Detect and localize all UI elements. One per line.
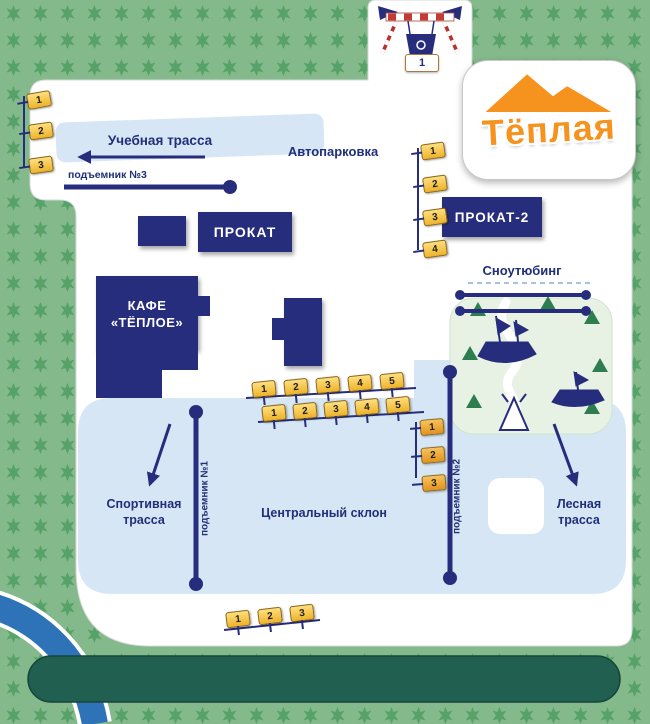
slope-marker: 2 bbox=[19, 121, 54, 141]
lift-lines bbox=[64, 180, 591, 591]
training-slope-band bbox=[55, 113, 325, 163]
pirate-ship-small-icon bbox=[551, 371, 605, 407]
sport-slope-label: Спортивная трасса bbox=[106, 497, 182, 527]
resort-logo: Тёплая bbox=[462, 60, 636, 180]
lift1-label: подъемник №1 bbox=[199, 460, 211, 537]
slope-marker: 3 bbox=[19, 155, 54, 175]
central-slope-area bbox=[78, 360, 626, 594]
slope-marker: 1 bbox=[409, 417, 445, 437]
slope-marker: 3 bbox=[315, 375, 341, 402]
service-building bbox=[284, 298, 322, 366]
slope-marker: 1 bbox=[411, 141, 446, 161]
slope-marker: 1 bbox=[225, 609, 251, 636]
slope-marker: 3 bbox=[413, 207, 448, 227]
training-slope-label: Учебная трасса bbox=[107, 133, 213, 148]
slope-marker: 2 bbox=[283, 377, 309, 404]
cafe-building bbox=[96, 276, 198, 350]
rental-label: ПРОКАТ bbox=[213, 224, 277, 240]
service-building-wing bbox=[272, 318, 286, 340]
rental2-label: ПРОКАТ-2 bbox=[454, 209, 530, 225]
slope-marker: 1 bbox=[261, 403, 287, 430]
gate-banner bbox=[406, 34, 436, 56]
forest-slope-label: Лесная трасса bbox=[556, 497, 602, 527]
cafe-building-notch bbox=[198, 296, 210, 316]
rental-annex-building bbox=[138, 216, 186, 246]
cafe-building-wing bbox=[96, 350, 162, 398]
entrance-marker: 1 bbox=[405, 54, 439, 72]
slope-marker: 4 bbox=[354, 397, 380, 424]
rental-building: ПРОКАТ bbox=[198, 212, 292, 252]
forest-arrow-icon bbox=[552, 423, 579, 487]
slope-marker: 5 bbox=[385, 395, 411, 422]
road bbox=[27, 655, 621, 703]
logo-text: Тёплая bbox=[481, 105, 617, 154]
lift3-label: подъемник №3 bbox=[68, 169, 147, 181]
teepee-icon bbox=[498, 393, 530, 431]
lift2-label: подъемник №2 bbox=[451, 458, 463, 535]
parking-label: Автопарковка bbox=[287, 144, 379, 159]
snowtubing-label: Сноутюбинг bbox=[482, 263, 562, 278]
entrance-gate bbox=[378, 6, 462, 56]
slope-marker: 2 bbox=[257, 606, 283, 633]
cafe-label: КАФЕ «ТЁПЛОЕ» bbox=[110, 298, 184, 330]
sport-arrow-icon bbox=[146, 423, 172, 487]
slope-marker: 3 bbox=[411, 473, 447, 493]
slope-marker: 3 bbox=[289, 603, 315, 630]
mountain-icon bbox=[480, 71, 619, 114]
slope-marker: 2 bbox=[413, 174, 448, 194]
slope-marker: 4 bbox=[347, 373, 373, 400]
rental2-building: ПРОКАТ-2 bbox=[442, 197, 542, 237]
direction-arrows bbox=[77, 150, 579, 487]
slope-marker: 4 bbox=[413, 239, 448, 259]
slope-marker: 3 bbox=[323, 399, 349, 426]
slope-marker: 1 bbox=[251, 379, 277, 406]
slope-marker: 5 bbox=[379, 371, 405, 398]
slope-marker: 2 bbox=[292, 401, 318, 428]
central-slope-label: Центральный склон bbox=[261, 506, 387, 520]
pirate-ship-icon bbox=[477, 315, 537, 363]
cafe-building-step bbox=[162, 350, 198, 370]
slope-marker: 2 bbox=[410, 445, 446, 465]
tubing-park bbox=[449, 296, 613, 435]
